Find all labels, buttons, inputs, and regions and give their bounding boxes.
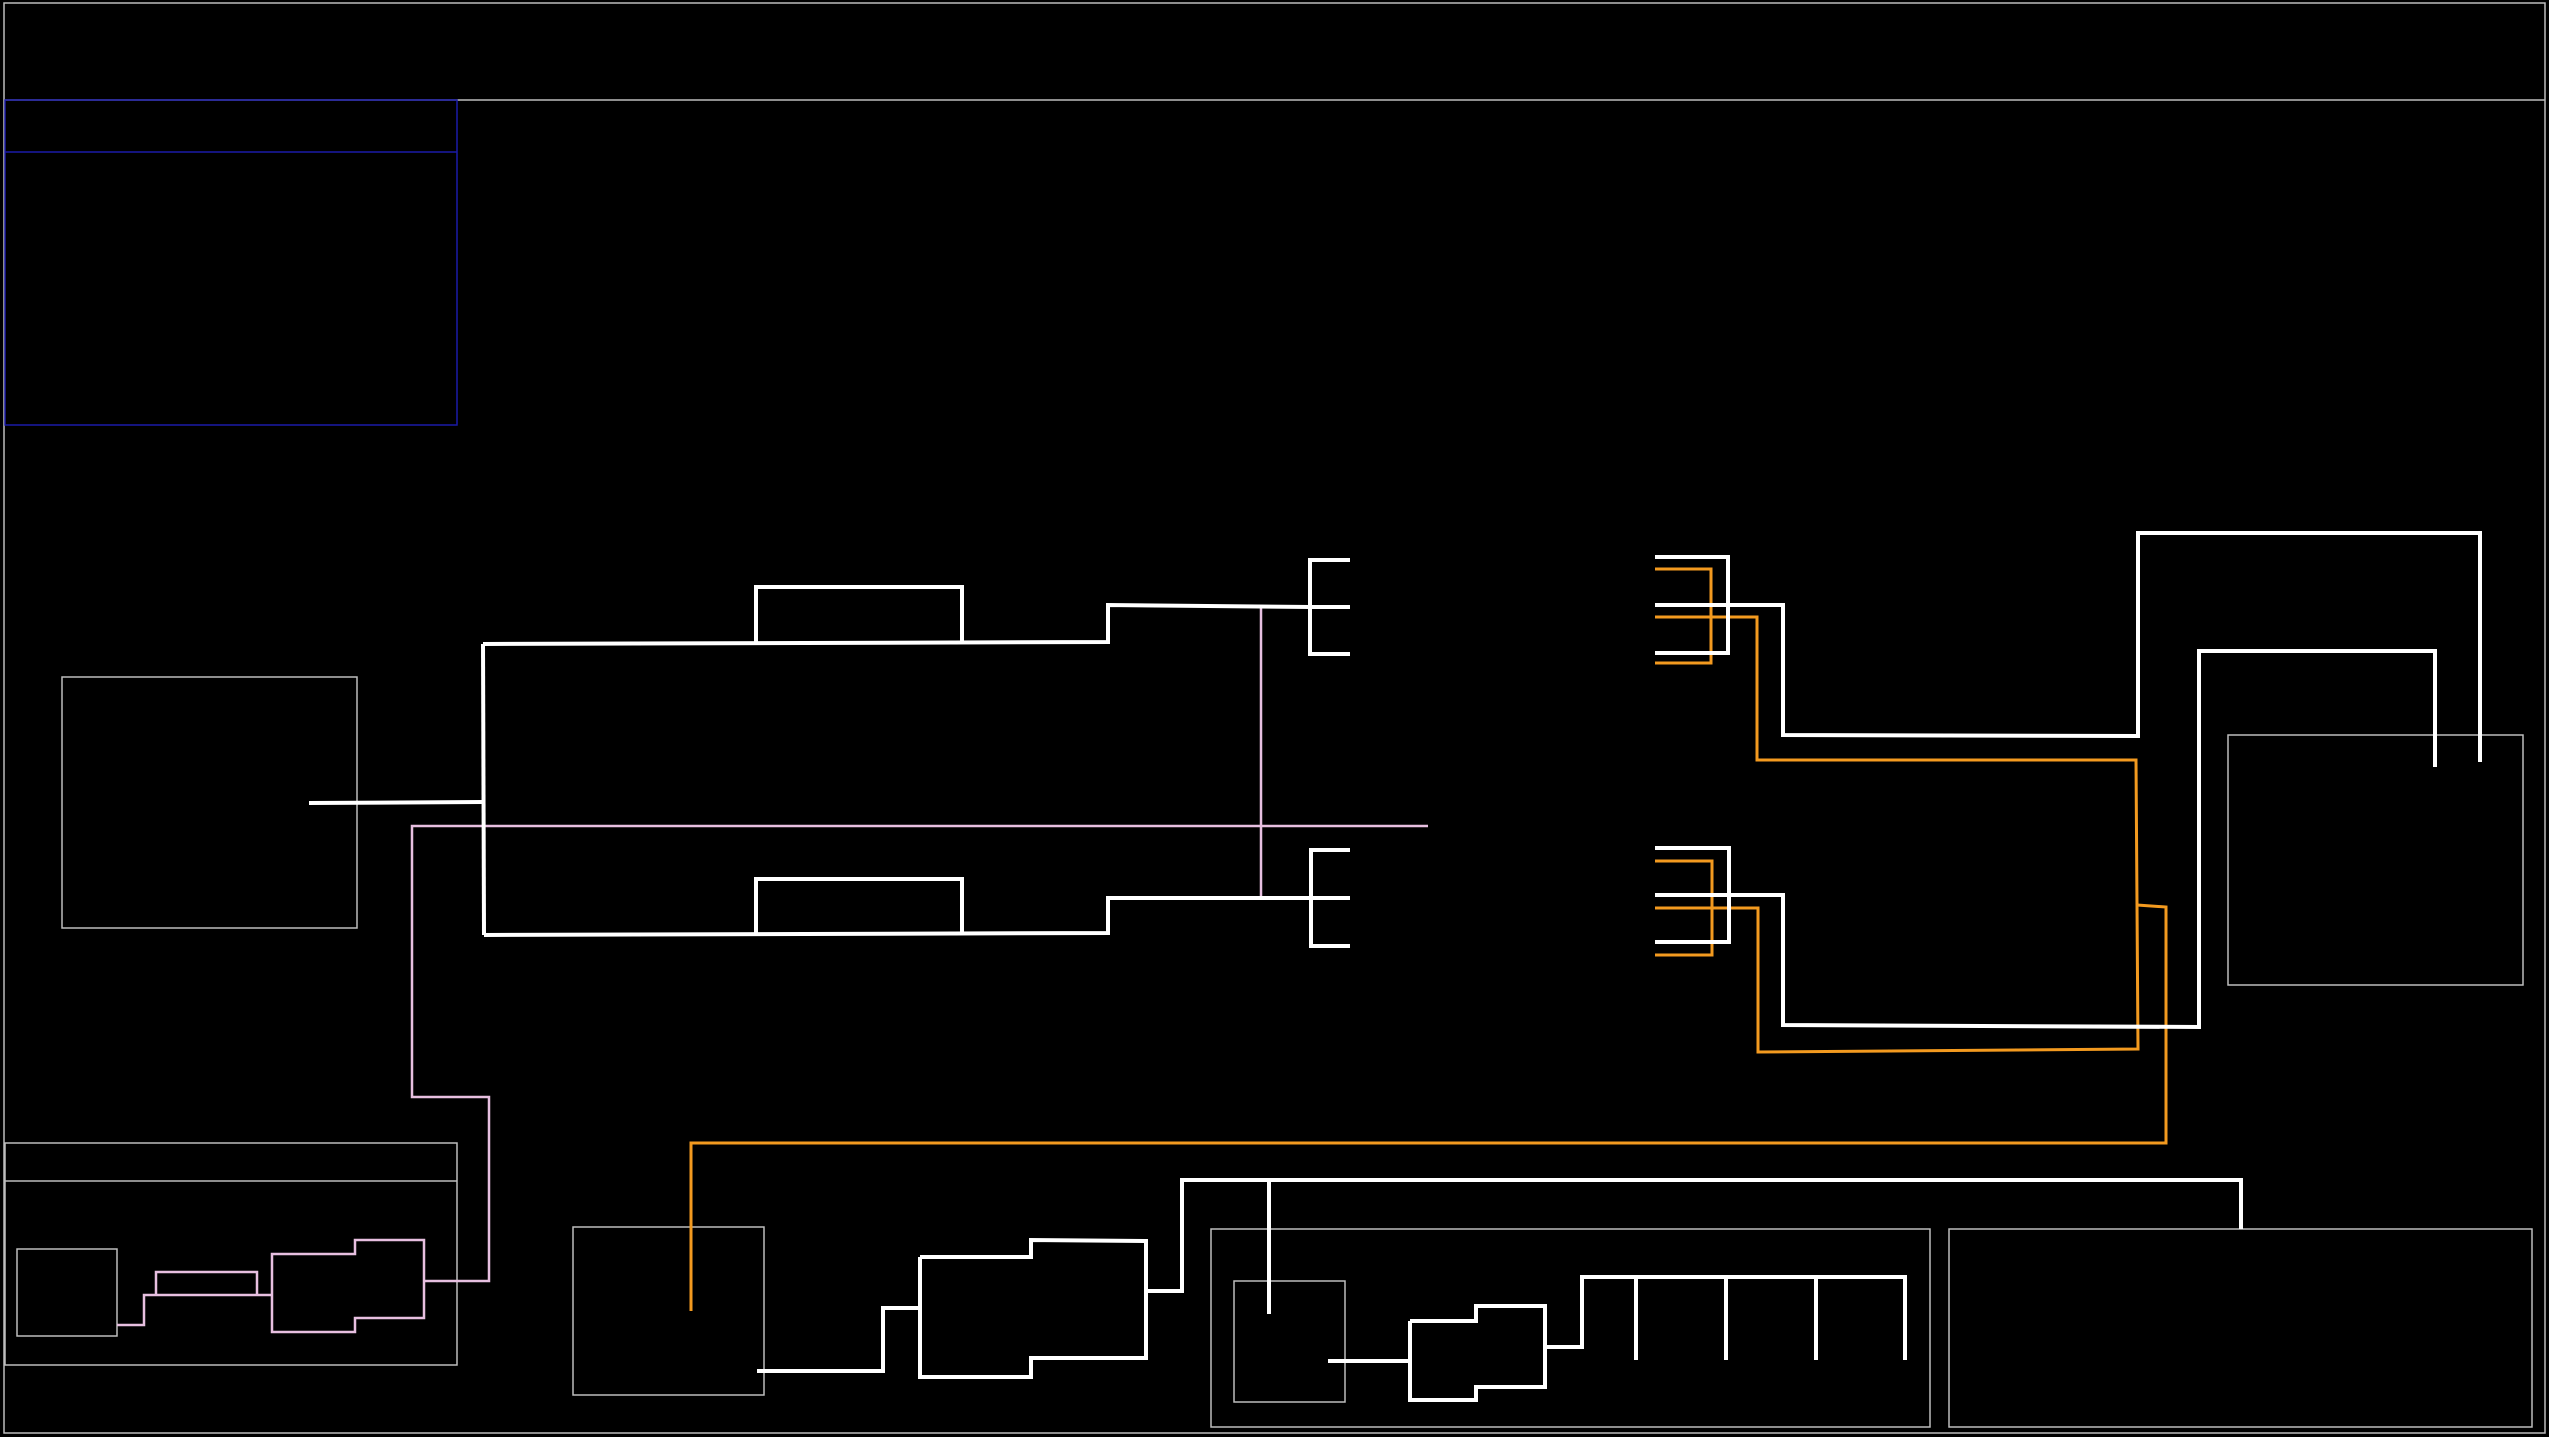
white-bottom-route bbox=[1146, 1178, 2243, 1293]
pink-wires bbox=[117, 606, 1428, 1334]
right-component-box bbox=[2227, 734, 2524, 986]
white-wires bbox=[308, 531, 2482, 1402]
white-bottom-block-a bbox=[918, 1237, 1148, 1379]
orange-wires bbox=[689, 567, 2168, 1311]
bottom-center-panel bbox=[1210, 1228, 1931, 1428]
pink-left-circuit bbox=[117, 1293, 272, 1327]
white-lower-element bbox=[754, 877, 964, 933]
bottom-center-small-box bbox=[1233, 1280, 1346, 1403]
pink-bus-main bbox=[410, 824, 1428, 1283]
bottom-component-box-a bbox=[572, 1226, 765, 1396]
white-lower-branch bbox=[483, 896, 1350, 937]
white-upper-element bbox=[754, 585, 964, 644]
white-split-vertical bbox=[481, 643, 486, 936]
highlight-frame bbox=[4, 99, 458, 426]
pink-small-rect bbox=[154, 1270, 259, 1295]
orange-bus-bottom bbox=[689, 903, 2168, 1311]
highlighted-panel bbox=[4, 99, 458, 426]
white-bottom-comb bbox=[1545, 1275, 1907, 1360]
white-input-line bbox=[308, 800, 484, 805]
white-upper-fork bbox=[1308, 558, 1350, 656]
frames bbox=[3, 2, 2546, 1434]
white-bottom-feed-b bbox=[1328, 1321, 1412, 1363]
bottom-left-panel bbox=[4, 1142, 458, 1366]
orange-lower-bracket bbox=[1655, 859, 1714, 957]
bottom-left-small-box bbox=[16, 1248, 118, 1337]
white-bottom-feed bbox=[757, 1306, 920, 1373]
white-bottom-block-b bbox=[1408, 1304, 1547, 1402]
white-right-lower-route bbox=[1655, 649, 2437, 1030]
outer-border bbox=[3, 2, 2546, 1434]
white-lower-fork bbox=[1309, 848, 1350, 948]
bottom-right-panel bbox=[1948, 1228, 2533, 1428]
pink-block-a bbox=[270, 1238, 426, 1334]
orange-upper-route bbox=[1655, 615, 2140, 1054]
white-upper-branch bbox=[482, 602, 1311, 646]
white-right-upper-route bbox=[1655, 531, 2482, 762]
